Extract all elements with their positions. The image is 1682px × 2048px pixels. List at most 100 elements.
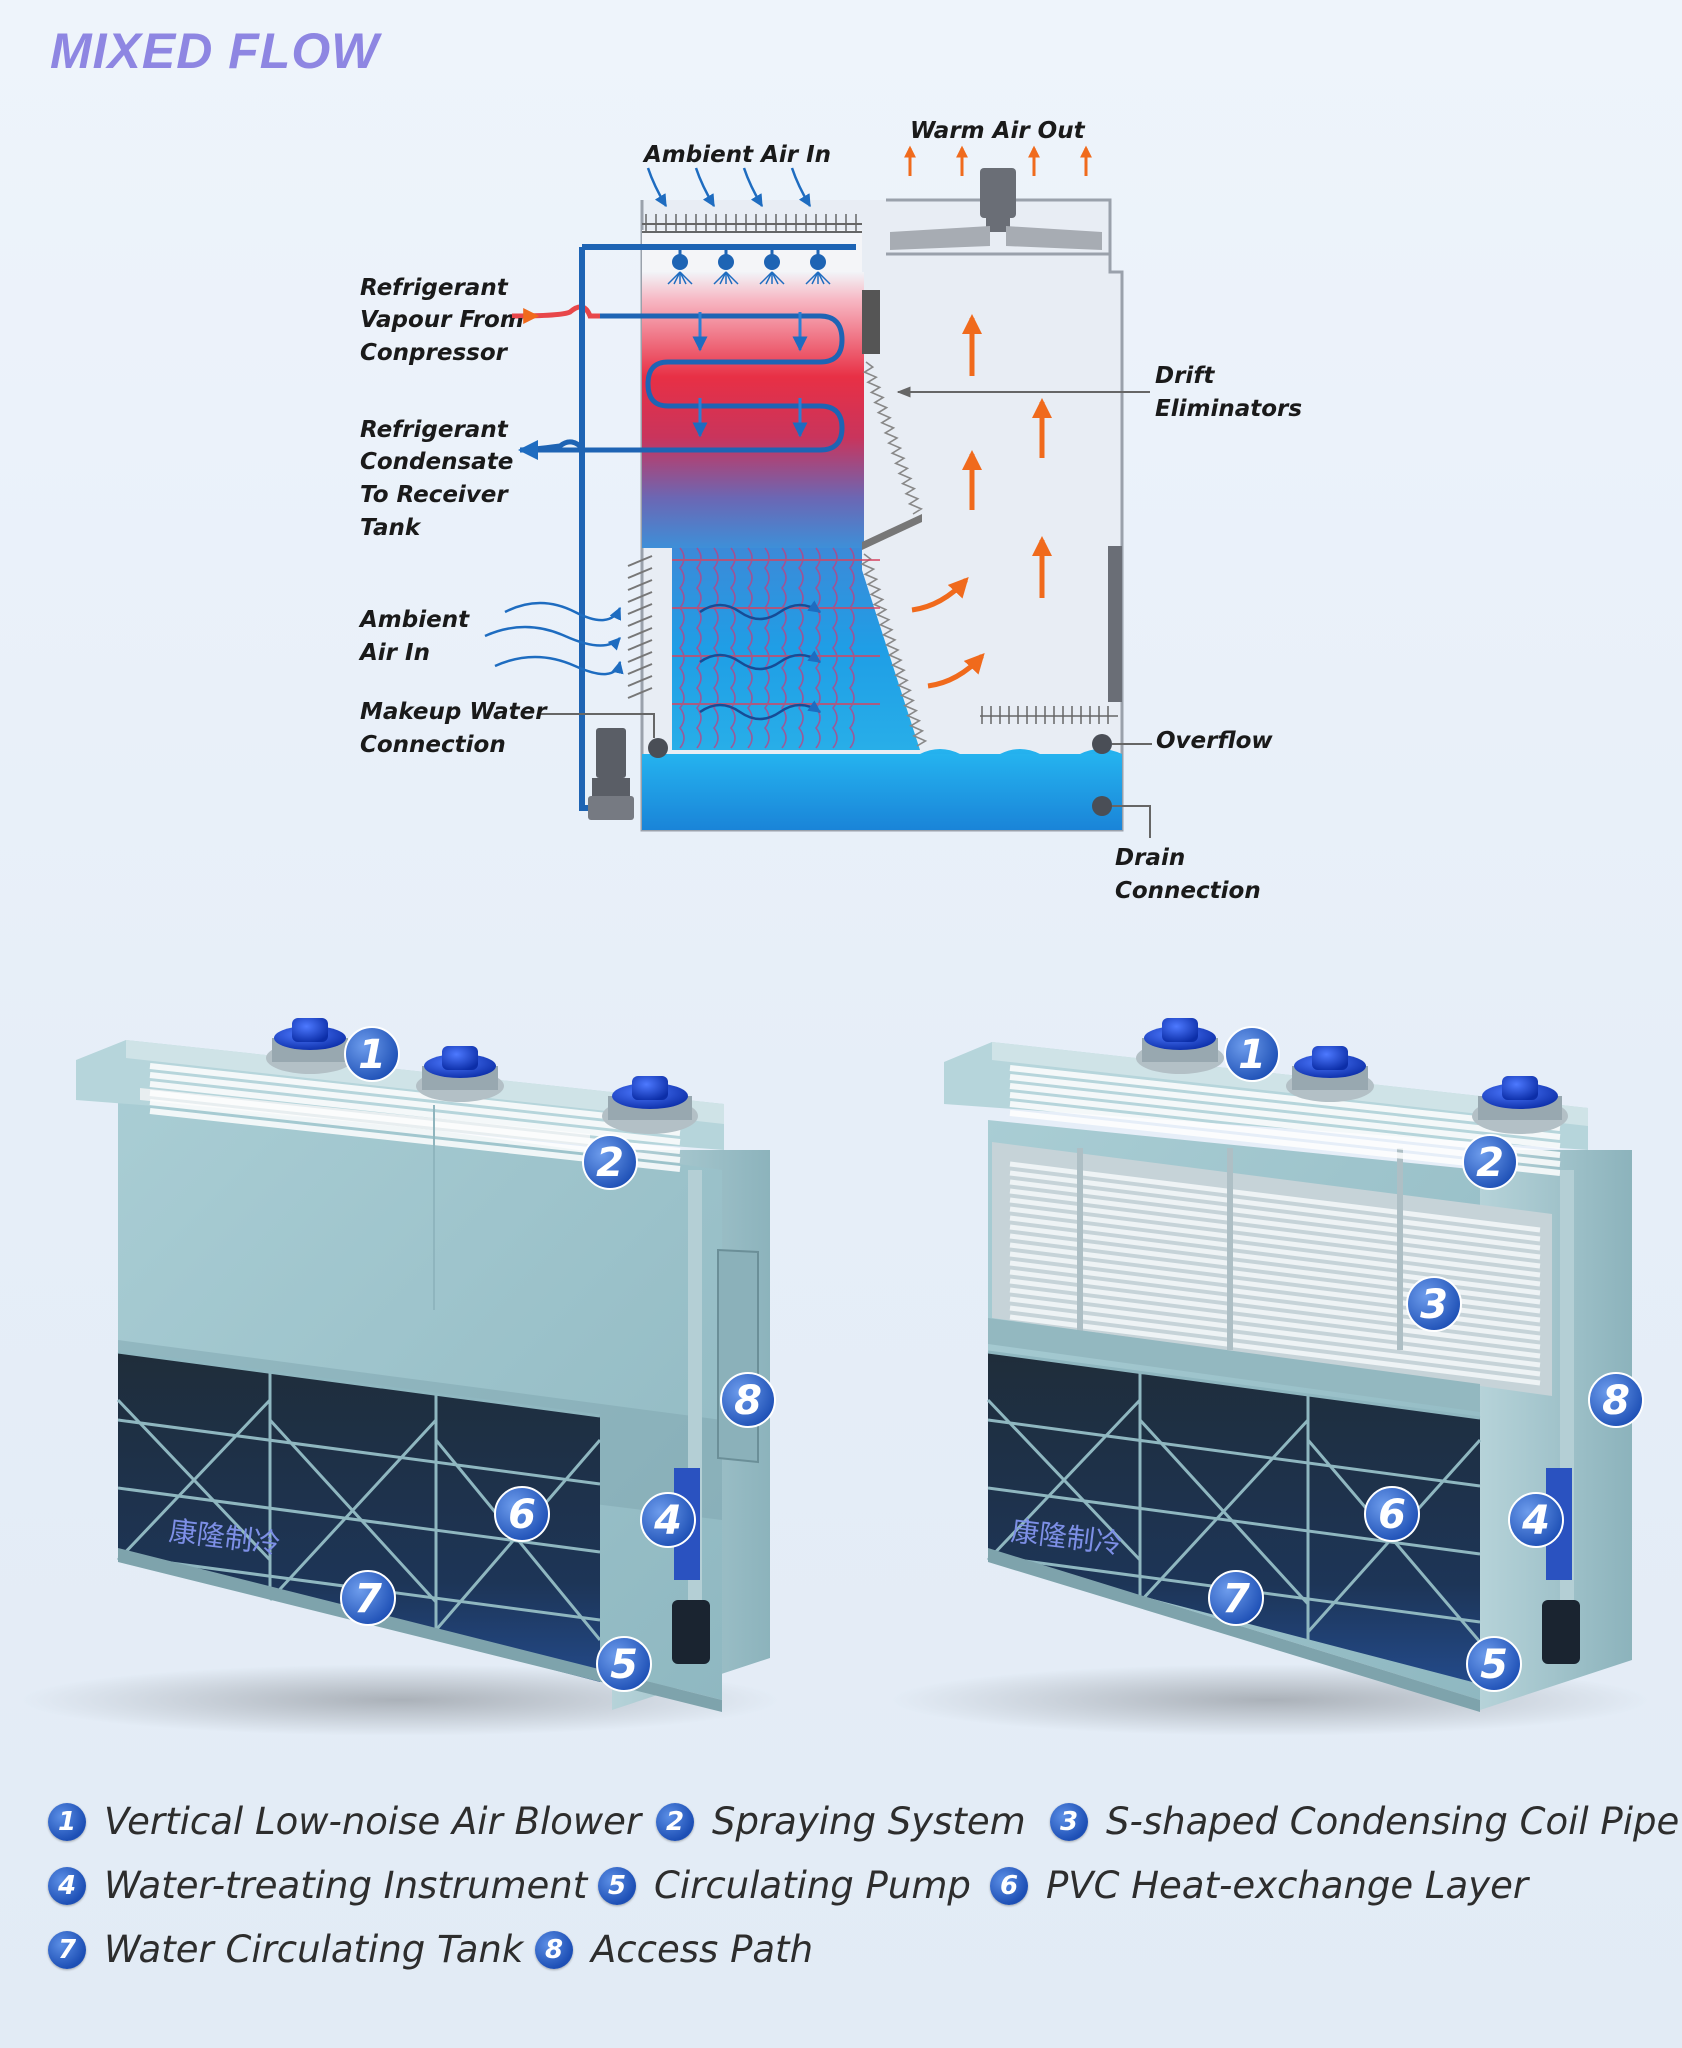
label-refrigerant-vapour-1: Refrigerant [360, 275, 509, 301]
legend-badge-2: 2 [656, 1802, 694, 1841]
tower-casing [640, 198, 1124, 832]
legend-item-4: 4 Water-treating Instrument [48, 1864, 587, 1907]
page-title: MIXED FLOW [50, 23, 380, 79]
svg-text:8: 8 [734, 1378, 762, 1424]
air-flow-through-fill [699, 600, 822, 721]
legend-text-5: Circulating Pump [654, 1864, 971, 1907]
left-unit-callouts: 1 2 4 5 6 7 8 [340, 1026, 776, 1692]
legend-item-5: 5 Circulating Pump [598, 1864, 971, 1907]
svg-text:7: 7 [354, 1576, 382, 1622]
legend-badge-8: 8 [535, 1930, 573, 1969]
cooling-tower-schematic: Ambient Air In Warm Air Out Refrigerant … [358, 118, 1302, 904]
label-drain-1: Drain [1115, 845, 1185, 871]
label-drain-2: Connection [1115, 878, 1261, 904]
label-warm-air-out: Warm Air Out [910, 118, 1086, 144]
overflow-valve [1092, 734, 1112, 754]
right-unit-fans [1136, 1018, 1568, 1134]
leader-lines [538, 713, 1152, 838]
svg-text:2: 2 [1476, 1140, 1504, 1186]
leftCallouts-badge-6: 8 [720, 1372, 776, 1428]
legend-text-1: Vertical Low-noise Air Blower [104, 1800, 642, 1843]
left-unit-fans [266, 1018, 698, 1134]
label-refrigerant-condensate-1: Refrigerant [360, 417, 509, 443]
label-drift-2: Eliminators [1155, 396, 1302, 422]
label-refrigerant-condensate-3: To Receiver [360, 482, 509, 508]
fan-assembly [886, 168, 1110, 256]
rightCallouts-badge-0: 1 [1224, 1026, 1280, 1082]
legend-text-2: Spraying System [712, 1800, 1026, 1843]
svg-text:3: 3 [1420, 1282, 1448, 1328]
rightCallouts-badge-3: 4 [1508, 1492, 1564, 1548]
condensing-coil [520, 313, 845, 453]
legend-text-4: Water-treating Instrument [104, 1864, 588, 1907]
curved-air-arrows [911, 577, 985, 689]
leftCallouts-badge-1: 2 [582, 1134, 638, 1190]
drain-valve [1092, 796, 1112, 816]
svg-text:4: 4 [1521, 1498, 1550, 1544]
legend-item-8: 8 Access Path [535, 1928, 813, 1971]
legend-text-3: S-shaped Condensing Coil Pipe [1106, 1800, 1680, 1843]
leftCallouts-badge-5: 7 [340, 1570, 396, 1626]
fill-section [672, 548, 920, 750]
leftCallouts-badge-4: 6 [494, 1486, 550, 1542]
legend-badge-5: 5 [598, 1866, 636, 1905]
label-overflow: Overflow [1156, 728, 1273, 754]
top-louver-ticks [645, 214, 857, 232]
label-drift-1: Drift [1155, 363, 1215, 389]
warm-air-out-arrows [904, 145, 1092, 176]
legend-badge-7: 7 [48, 1930, 86, 1969]
legend-item-3: 3 S-shaped Condensing Coil Pipe [1050, 1800, 1679, 1843]
circulation-pump [588, 728, 634, 820]
rightCallouts-badge-4: 5 [1466, 1636, 1522, 1692]
svg-text:5: 5 [1480, 1642, 1508, 1688]
leftCallouts-badge-3: 5 [596, 1636, 652, 1692]
left-unit-closed: 康隆制冷 [20, 1018, 780, 1736]
spray-system [582, 244, 856, 285]
legend-badge-6: 6 [990, 1866, 1028, 1905]
legend-item-2: 2 Spraying System [656, 1800, 1026, 1843]
svg-text:2: 2 [596, 1140, 624, 1186]
condenser-units-illustration: 康隆制冷 [20, 1018, 1650, 1736]
fill-edge [860, 553, 928, 747]
rising-air-arrows [962, 314, 1052, 598]
label-ambient-air-in-side-1: Ambient [358, 607, 470, 633]
right-unit-open: 康隆制冷 [890, 1018, 1650, 1736]
label-ambient-air-in-top: Ambient Air In [642, 142, 831, 168]
svg-text:1: 1 [358, 1032, 386, 1078]
rightCallouts-badge-5: 6 [1364, 1486, 1420, 1542]
leftCallouts-badge-2: 4 [640, 1492, 696, 1548]
legend-item-1: 1 Vertical Low-noise Air Blower [48, 1800, 641, 1843]
svg-text:6: 6 [1378, 1492, 1406, 1538]
label-ambient-air-in-side-2: Air In [358, 640, 430, 666]
rightCallouts-badge-6: 7 [1208, 1570, 1264, 1626]
label-refrigerant-vapour-3: Conpressor [360, 340, 509, 366]
svg-text:4: 4 [653, 1498, 682, 1544]
rightCallouts-badge-2: 3 [1406, 1276, 1462, 1332]
ambient-air-in-top-arrows [646, 167, 812, 208]
leftCallouts-badge-0: 1 [344, 1026, 400, 1082]
label-makeup-2: Connection [360, 732, 506, 758]
water-drip-arrows [692, 312, 808, 438]
legend-item-7: 7 Water Circulating Tank [48, 1928, 523, 1971]
svg-text:5: 5 [610, 1642, 638, 1688]
rightCallouts-badge-7: 8 [1588, 1372, 1644, 1428]
makeup-water-valve [648, 738, 668, 758]
legend-badge-3: 3 [1050, 1802, 1088, 1841]
legend-item-6: 6 PVC Heat-exchange Layer [990, 1864, 1528, 1907]
legend-text-8: Access Path [591, 1928, 814, 1971]
label-refrigerant-condensate-2: Condensate [360, 449, 513, 475]
label-refrigerant-condensate-4: Tank [360, 515, 422, 541]
legend-text-6: PVC Heat-exchange Layer [1046, 1864, 1529, 1907]
ambient-air-in-side-arrows [484, 601, 624, 676]
rightCallouts-badge-1: 2 [1462, 1134, 1518, 1190]
legend-badge-4: 4 [48, 1866, 86, 1905]
svg-text:6: 6 [508, 1492, 536, 1538]
label-refrigerant-vapour-2: Vapour From [360, 307, 524, 333]
right-unit-callouts: 1 2 3 4 5 6 7 8 [1208, 1026, 1644, 1692]
label-makeup-1: Makeup Water [360, 699, 548, 725]
drift-eliminator [862, 361, 923, 515]
legend-text-7: Water Circulating Tank [104, 1928, 524, 1971]
svg-text:8: 8 [1602, 1378, 1630, 1424]
fill-pack [672, 547, 880, 749]
